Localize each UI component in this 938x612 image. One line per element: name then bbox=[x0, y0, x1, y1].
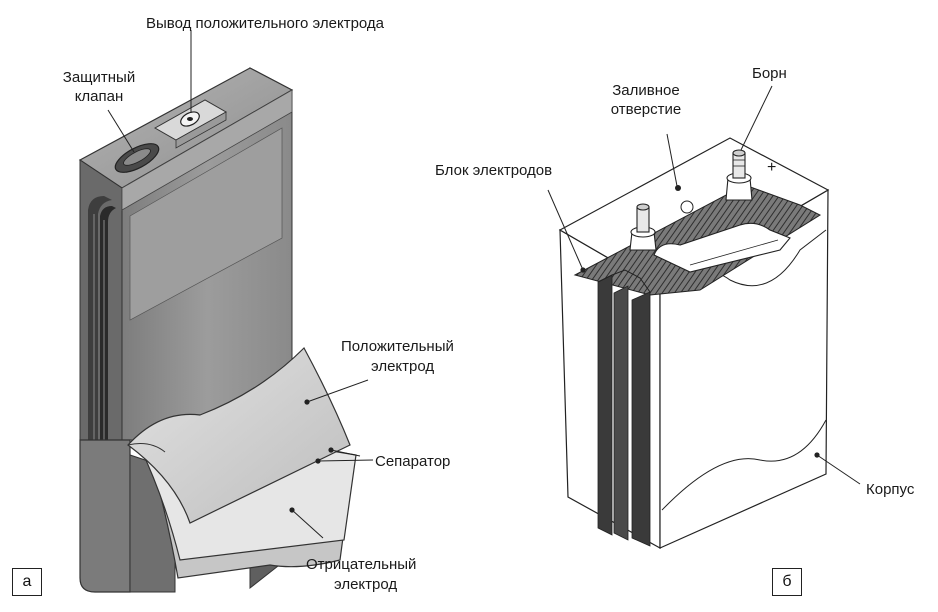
label-safety-valve-line1: Защитный bbox=[62, 69, 136, 86]
label-separator: Сепаратор bbox=[375, 453, 451, 470]
positive-electrode-sheet bbox=[127, 347, 351, 524]
label-fill-hole-line1: Заливное bbox=[612, 82, 680, 99]
fill-hole-graphic bbox=[675, 185, 681, 191]
terminal-post-graphic bbox=[725, 149, 753, 201]
cell-inner-lid bbox=[129, 127, 283, 321]
electrode-strap bbox=[653, 222, 791, 273]
label-fill-hole-line2: отверстие bbox=[610, 101, 682, 118]
label-negative-electrode-line1: Отрицательный bbox=[306, 556, 417, 573]
label-housing: Корпус bbox=[866, 481, 915, 498]
panel-a-tag: а bbox=[12, 568, 42, 596]
panel-a-leader-lines bbox=[107, 30, 374, 539]
positive-terminal-graphic bbox=[153, 99, 228, 149]
panel-b-tag: б bbox=[772, 568, 802, 596]
label-positive-electrode-line1: Положительный bbox=[341, 338, 454, 355]
electrode-plate-1 bbox=[597, 274, 613, 536]
panel-a-illustration bbox=[78, 30, 374, 593]
label-safety-valve-line2: клапан bbox=[74, 88, 124, 105]
label-positive-terminal: Вывод положительного электрода bbox=[146, 15, 385, 32]
electrode-plate-2 bbox=[613, 285, 629, 541]
label-terminal-post: Борн bbox=[752, 65, 787, 82]
panel-b-leader-lines bbox=[547, 85, 861, 485]
label-plus-sign: + bbox=[767, 159, 777, 176]
label-positive-electrode-line2: электрод bbox=[371, 358, 435, 375]
negative-post-graphic bbox=[629, 203, 657, 251]
safety-valve-graphic bbox=[114, 143, 160, 173]
electrode-plate-3 bbox=[631, 291, 651, 547]
cell-top-band bbox=[121, 89, 293, 211]
cell-lower-case bbox=[79, 439, 131, 593]
panel-b-illustration bbox=[547, 85, 861, 550]
label-electrode-block: Блок электродов bbox=[435, 162, 553, 179]
label-negative-electrode-line2: электрод bbox=[334, 576, 398, 593]
housing-inner-curve bbox=[661, 419, 827, 511]
